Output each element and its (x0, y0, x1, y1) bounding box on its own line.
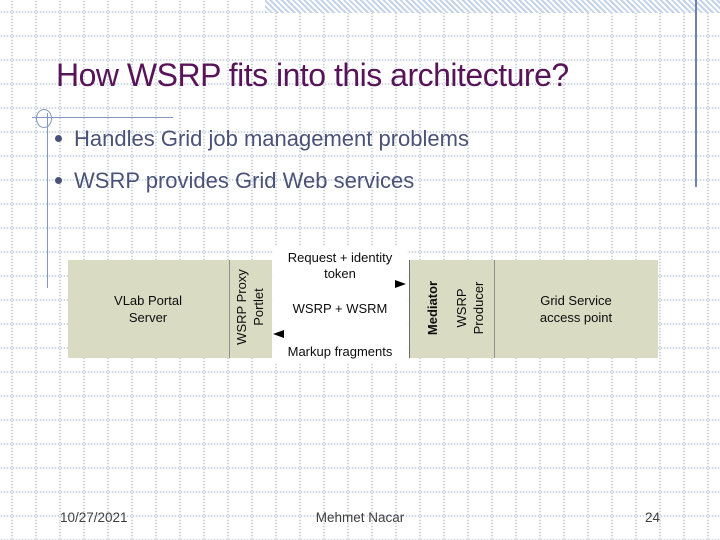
ornament-horizontal-line (32, 117, 173, 118)
slide-number: 24 (644, 510, 660, 525)
request-identity-token-label: Request + identity token (276, 250, 404, 282)
proxy-line1: WSRP Proxy (234, 269, 249, 345)
producer-line2: Producer (471, 281, 486, 335)
bullet-item: WSRP provides Grid Web services (55, 168, 414, 194)
slide-title: How WSRP fits into this architecture? (56, 57, 569, 93)
right-accent-line (695, 0, 697, 187)
grid-service-access-point-label: Grid Service access point (505, 292, 647, 326)
vlab-portal-server-label: VLab Portal Server (78, 292, 218, 326)
bullet-dot-icon (55, 135, 62, 142)
arrow-right-icon (395, 280, 406, 288)
wsrp-wsrm-label: WSRP + WSRM (292, 301, 388, 316)
bullet-text: Handles Grid job management problems (74, 126, 469, 151)
bullet-item: Handles Grid job management problems (55, 126, 469, 152)
proxy-line2: Portlet (251, 288, 266, 326)
top-hatch-band (265, 0, 720, 13)
producer-box-divider (494, 260, 495, 358)
portal-box-divider (229, 260, 230, 358)
arrow-left-icon (273, 330, 284, 338)
compass-circle-icon (36, 109, 52, 128)
grid-service-box (409, 260, 658, 358)
vlab-portal-line1: VLab Portal (114, 293, 182, 308)
grid-service-line2: access point (539, 310, 613, 325)
bullet-dot-icon (55, 177, 62, 184)
request-line1: Request + identity (287, 250, 393, 265)
flow-labels-panel (273, 246, 407, 362)
ornament-vertical-line (47, 113, 48, 288)
grid-service-line1: Grid Service (540, 293, 612, 308)
markup-fragments-label: Markup fragments (287, 344, 393, 359)
request-line2: token (324, 266, 356, 281)
footer-date: 10/27/2021 (60, 510, 128, 525)
mediator-label: Mediator (425, 280, 440, 336)
wsrp-producer-label: WSRP Producer (453, 263, 487, 353)
footer-author: Mehmet Nacar (315, 510, 405, 525)
vlab-portal-line2: Server (128, 310, 168, 325)
producer-line1: WSRP (454, 288, 469, 328)
bullet-text: WSRP provides Grid Web services (74, 168, 415, 193)
wsrp-proxy-portlet-label: WSRP Proxy Portlet (233, 257, 267, 357)
vlab-portal-server-box (68, 260, 272, 358)
